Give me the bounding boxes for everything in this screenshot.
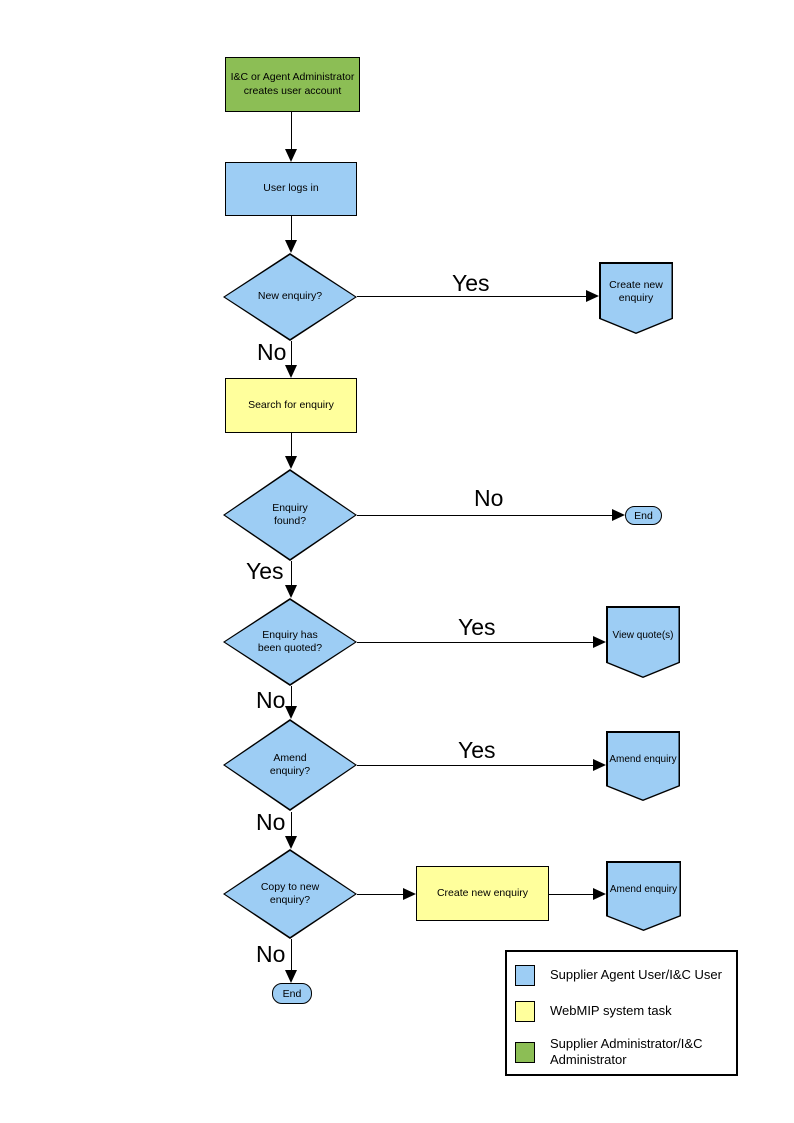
node-admin-creates-account: I&C or Agent Administrator creates user …: [225, 57, 360, 112]
terminator-end-final: End: [272, 983, 312, 1004]
arrowhead-down-icon: [285, 240, 297, 253]
edge-label-no: No: [256, 687, 286, 713]
node-label: Copy to new enquiry?: [260, 880, 320, 906]
connector-line: [357, 894, 404, 895]
node-label: Create new enquiry: [609, 278, 663, 304]
connector-line: [357, 765, 594, 766]
connector-line: [291, 216, 292, 241]
arrowhead-down-icon: [285, 970, 297, 983]
connector-line: [291, 561, 292, 586]
connector-line: [549, 894, 594, 895]
edge-label-yes: Yes: [458, 737, 496, 763]
node-label: Enquiry found?: [272, 501, 308, 527]
node-label: Create new enquiry: [436, 886, 529, 899]
connector-line: [291, 812, 292, 837]
shape-fill: [607, 732, 679, 800]
legend-swatch-blue: [515, 965, 535, 986]
edge-label-yes: Yes: [246, 558, 284, 584]
arrowhead-right-icon: [593, 759, 606, 771]
connector-line: [291, 112, 292, 150]
edge-label-no: No: [257, 339, 287, 365]
node-label: Amend enquiry?: [269, 751, 311, 777]
legend-label: Supplier Agent User/I&C User: [550, 967, 722, 983]
arrowhead-down-icon: [285, 456, 297, 469]
edge-label-yes: Yes: [458, 614, 496, 640]
arrowhead-right-icon: [612, 509, 625, 521]
decision-enquiry-quoted: Enquiry has been quoted?: [223, 598, 357, 686]
offpage-create-new-enquiry: Create new enquiry: [599, 262, 673, 334]
node-label: End: [282, 987, 302, 1000]
arrowhead-right-icon: [403, 888, 416, 900]
node-label: View quote(s): [612, 629, 674, 641]
decision-copy-to-new-enquiry: Copy to new enquiry?: [223, 849, 357, 939]
node-label-wrap: New enquiry?: [223, 253, 357, 341]
edge-label-no: No: [256, 941, 286, 967]
node-user-logs-in: User logs in: [225, 162, 357, 216]
arrowhead-right-icon: [593, 888, 606, 900]
edge-label-yes: Yes: [452, 270, 490, 296]
connector-line: [291, 341, 292, 366]
legend-label: Supplier Administrator/I&C Administrator: [550, 1036, 703, 1068]
connector-line: [357, 642, 594, 643]
terminator-end-not-found: End: [625, 506, 662, 525]
node-label: I&C or Agent Administrator creates user …: [230, 70, 355, 97]
arrowhead-down-icon: [285, 836, 297, 849]
connector-line: [357, 515, 613, 516]
arrowhead-down-icon: [285, 706, 297, 719]
node-label-wrap: Enquiry found?: [223, 469, 357, 561]
node-label: Amend enquiry: [609, 753, 677, 765]
node-label: Amend enquiry: [609, 883, 678, 895]
shape-fill: [607, 862, 680, 930]
edge-label-no: No: [256, 809, 286, 835]
offpage-amend-enquiry: Amend enquiry: [606, 731, 680, 801]
legend-label: WebMIP system task: [550, 1003, 672, 1019]
legend-swatch-green: [515, 1041, 535, 1063]
shape-fill: [607, 607, 679, 677]
node-label: End: [634, 509, 653, 522]
connector-line: [291, 939, 292, 971]
task-search-for-enquiry: Search for enquiry: [225, 378, 357, 433]
node-label-wrap: Enquiry has been quoted?: [223, 598, 357, 686]
decision-enquiry-found: Enquiry found?: [223, 469, 357, 561]
legend-item-user: Supplier Agent User/I&C User: [515, 965, 735, 986]
offpage-amend-enquiry-2: Amend enquiry: [606, 861, 681, 931]
node-label-wrap: Amend enquiry?: [223, 719, 357, 811]
node-label-wrap: Copy to new enquiry?: [223, 849, 357, 939]
connector-line: [291, 686, 292, 707]
legend-box: Supplier Agent User/I&C User WebMIP syst…: [505, 950, 738, 1076]
task-create-new-enquiry: Create new enquiry: [416, 866, 549, 921]
arrowhead-down-icon: [285, 365, 297, 378]
arrowhead-right-icon: [586, 290, 599, 302]
node-label: Enquiry has been quoted?: [257, 628, 323, 654]
edge-label-no: No: [474, 485, 504, 511]
connector-line: [357, 296, 587, 297]
legend-item-system-task: WebMIP system task: [515, 1001, 735, 1022]
connector-line: [291, 433, 292, 457]
arrowhead-right-icon: [593, 636, 606, 648]
legend-swatch-yellow: [515, 1001, 535, 1022]
decision-new-enquiry: New enquiry?: [223, 253, 357, 341]
node-label: New enquiry?: [257, 290, 323, 303]
offpage-view-quotes: View quote(s): [606, 606, 680, 678]
legend-item-administrator: Supplier Administrator/I&C Administrator: [515, 1036, 725, 1069]
arrowhead-down-icon: [285, 585, 297, 598]
node-label: User logs in: [263, 182, 319, 195]
node-label: Search for enquiry: [248, 398, 334, 411]
shape-fill: [600, 263, 672, 333]
arrowhead-down-icon: [285, 149, 297, 162]
decision-amend-enquiry: Amend enquiry?: [223, 719, 357, 811]
